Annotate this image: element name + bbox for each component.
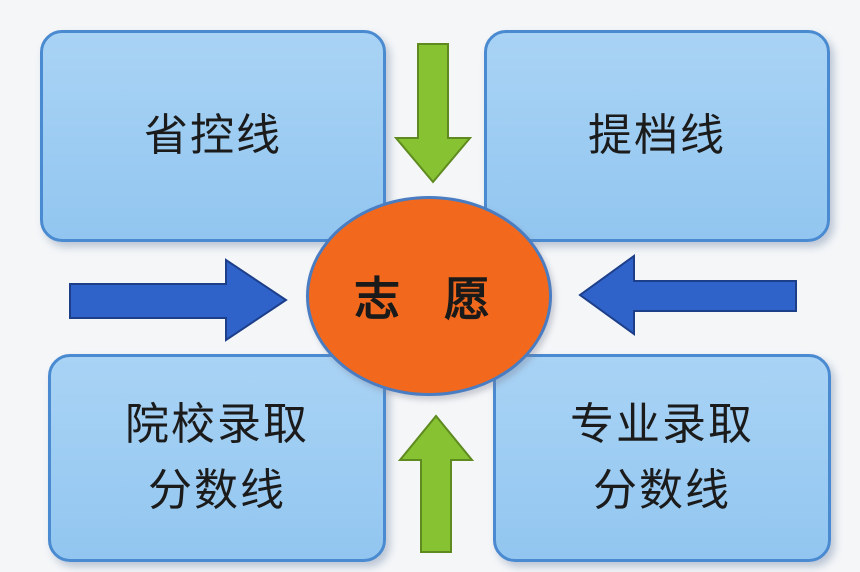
up-arrow-icon — [397, 414, 475, 553]
box-label-line-1: 专业录取 — [570, 399, 754, 450]
box-college-admission-score-line: 院校录取 分数线 — [48, 354, 386, 562]
box-label: 提档线 — [588, 110, 726, 161]
box-label-line-1: 院校录取 — [125, 399, 309, 450]
box-label: 省控线 — [144, 110, 282, 161]
right-arrow-icon — [69, 258, 288, 342]
center-label: 志 愿 — [353, 272, 504, 326]
box-file-retrieval-line: 提档线 — [484, 30, 830, 242]
down-arrow-icon — [393, 43, 473, 184]
left-arrow-icon — [578, 254, 797, 336]
box-label-line-2: 分数线 — [148, 465, 286, 516]
box-provincial-control-line: 省控线 — [40, 30, 386, 242]
center-volunteer-circle: 志 愿 — [306, 196, 552, 396]
box-major-admission-score-line: 专业录取 分数线 — [493, 354, 831, 562]
box-label-line-2: 分数线 — [593, 465, 731, 516]
